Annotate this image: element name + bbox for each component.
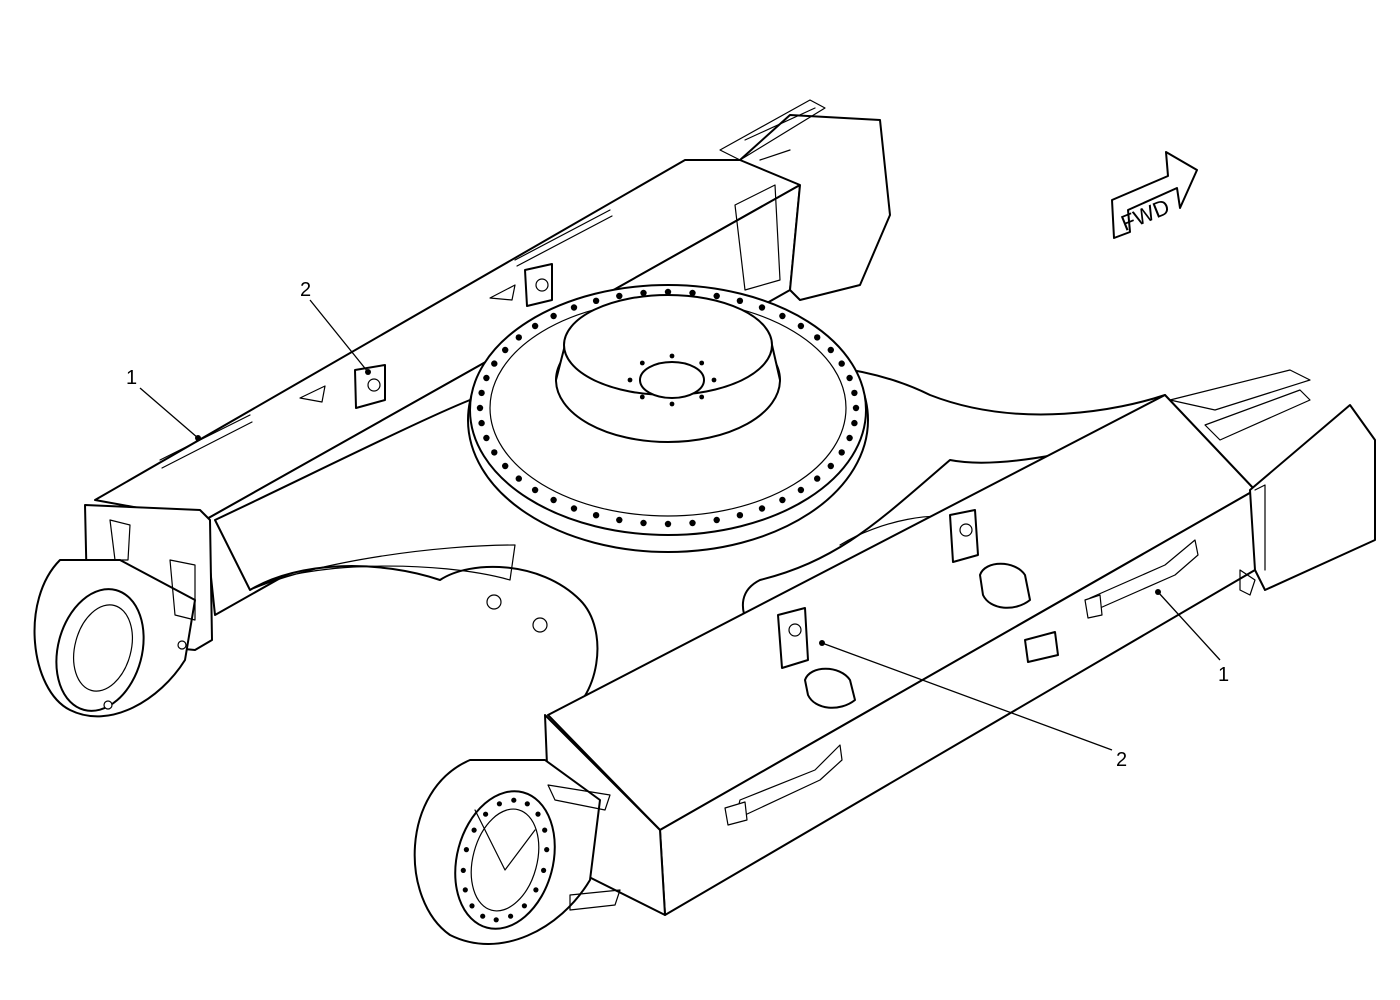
bolt-hole (736, 512, 744, 519)
bolt-hole (462, 887, 468, 893)
bolt-hole (515, 475, 522, 482)
bolt-hole (496, 801, 502, 807)
bolt-hole (550, 496, 557, 504)
bolt-hole (515, 334, 522, 341)
bolt-hole (640, 519, 647, 527)
bolt-hole (851, 389, 858, 397)
bolt-hole (852, 404, 860, 412)
bolt-hole (460, 867, 466, 874)
bolt-hole (491, 449, 498, 456)
bolt-hole (476, 404, 484, 412)
bolt-hole (664, 520, 672, 528)
bolt-hole (814, 475, 821, 482)
callout-label-1-left: 1 (126, 367, 137, 389)
bolt-hole (689, 519, 696, 527)
callout-leaders (139, 299, 1221, 751)
bolt-hole (493, 917, 499, 923)
callout-label-1-right: 1 (1218, 664, 1229, 686)
bolt-hole (639, 360, 645, 366)
bolt-hole (758, 304, 766, 311)
bolt-hole (531, 322, 539, 330)
slewing-ring-center-bolts (627, 353, 717, 407)
bolt-hole (541, 867, 547, 874)
bolt-hole (570, 304, 578, 311)
bolt-hole (669, 353, 675, 359)
bolt-hole (570, 505, 578, 512)
bolt-hole (664, 288, 672, 296)
bolt-hole (511, 797, 517, 803)
bolt-hole (640, 289, 647, 297)
bolt-hole (521, 903, 528, 909)
bolt-hole (491, 360, 498, 367)
bolt-hole (616, 292, 623, 300)
bolt-hole (779, 312, 786, 320)
bolt-hole (531, 486, 539, 494)
bolt-hole (814, 334, 821, 341)
bolt-hole (827, 346, 834, 354)
bolt-hole (508, 913, 514, 919)
slewing-ring (467, 284, 869, 553)
bolt-hole (758, 505, 766, 512)
bolt-hole (827, 462, 834, 470)
bolt-hole (483, 434, 490, 442)
bolt-hole (480, 913, 486, 919)
bolt-hole (502, 346, 509, 354)
bolt-hole (699, 394, 705, 400)
bolt-hole (838, 449, 845, 456)
arrow-right-icon (1111, 151, 1198, 239)
bolt-hole (463, 847, 469, 853)
bolt-hole (851, 419, 858, 427)
bolt-hole (550, 312, 557, 320)
bolt-hole (713, 516, 720, 524)
bolt-hole (483, 811, 489, 817)
callout-label-2-left: 2 (300, 279, 311, 301)
bolt-hole (592, 512, 600, 519)
bolt-hole (483, 374, 490, 382)
bolt-hole (846, 374, 853, 382)
bolt-hole (639, 394, 645, 400)
bolt-hole (471, 827, 477, 833)
bolt-hole (592, 297, 600, 304)
callout-label-2-right: 2 (1116, 749, 1127, 771)
bolt-hole (838, 360, 845, 367)
bolt-hole (627, 377, 633, 383)
bolt-hole (846, 434, 853, 442)
bolt-hole (616, 516, 623, 524)
bolt-hole (524, 801, 530, 807)
bolt-hole (502, 462, 509, 470)
bolt-hole (544, 847, 550, 853)
bolt-hole (689, 289, 696, 297)
bolt-hole (469, 903, 475, 909)
right-side-frame (413, 369, 1376, 945)
bolt-hole (779, 496, 786, 504)
bolt-hole (736, 297, 744, 304)
bolt-hole (711, 377, 717, 383)
rear-hub-bolt-holes (460, 797, 550, 923)
bolt-hole (542, 827, 548, 833)
bolt-hole (669, 401, 675, 407)
bolt-hole (797, 322, 805, 330)
bolt-hole (713, 292, 720, 300)
slewing-ring-bolt-holes (476, 288, 860, 528)
bolt-hole (533, 887, 539, 893)
forward-direction-indicator: FWD (1111, 151, 1198, 239)
bolt-hole (535, 811, 541, 817)
bolt-hole (478, 419, 485, 427)
bolt-hole (797, 486, 805, 494)
bolt-hole (699, 360, 705, 366)
bolt-hole (478, 389, 485, 397)
